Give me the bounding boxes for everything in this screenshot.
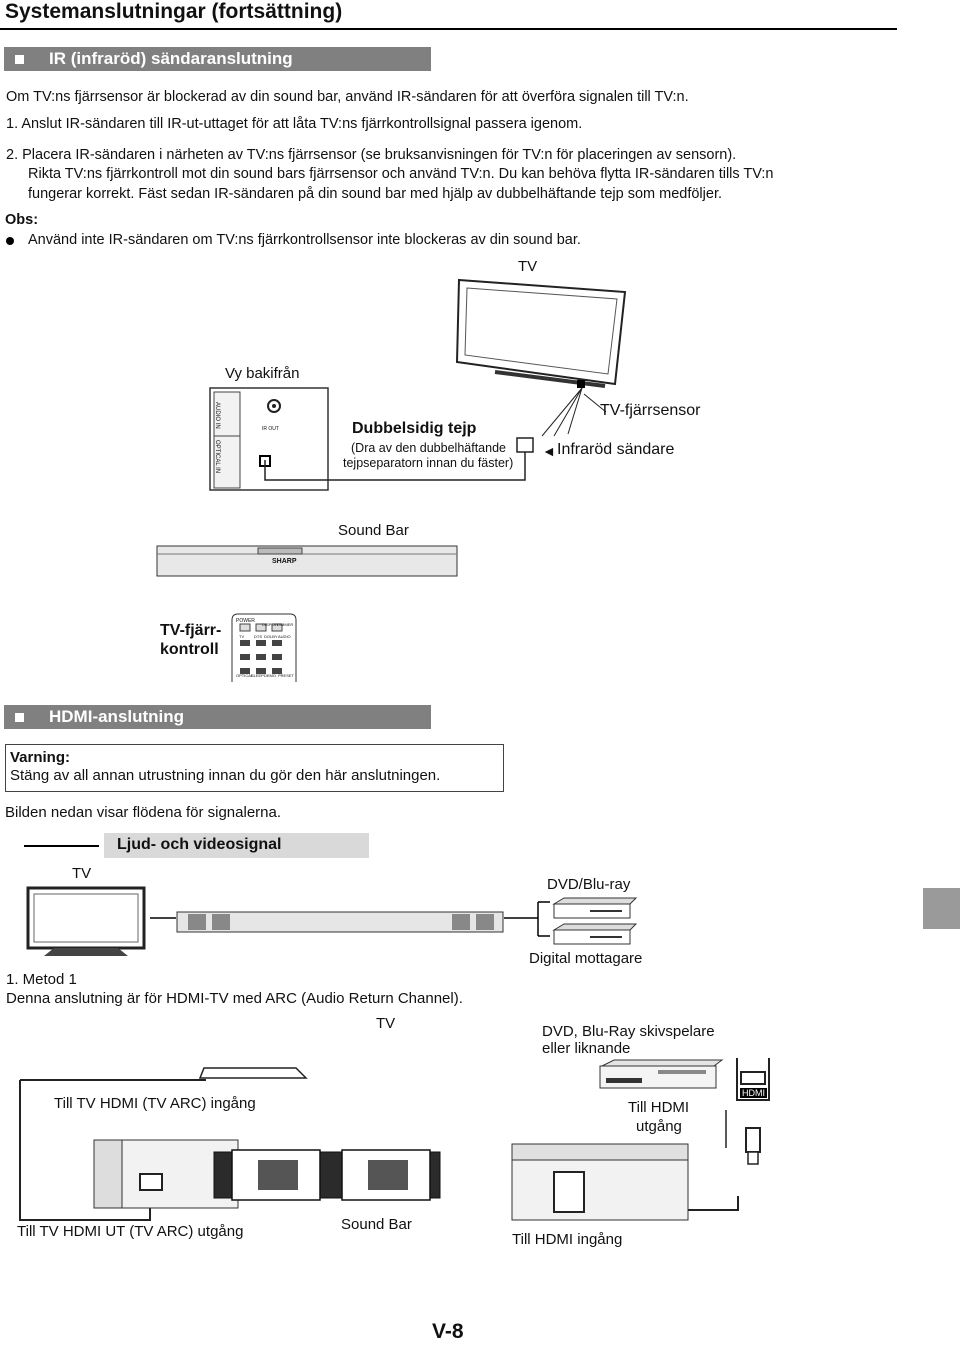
method-soundbar-label: Sound Bar — [341, 1216, 412, 1233]
remote-key-dolby: DOLBY — [264, 634, 278, 639]
remote-key-dts: DTS — [254, 634, 262, 639]
method-tv-label: TV — [376, 1015, 396, 1032]
page-title: Systemanslutningar (fortsättning) — [5, 0, 343, 23]
legend-line — [24, 845, 99, 847]
remote-key-dimmer: DIMMER — [277, 622, 294, 627]
tv-sensor-marker — [577, 380, 585, 388]
tape-note-line-1: (Dra av den dubbelhäftande — [351, 441, 506, 455]
square-bullet-icon — [15, 55, 24, 64]
tv-hdmi-in-label: Till TV HDMI (TV ARC) ingång — [54, 1095, 256, 1112]
tape-note-line-2: tejpseparatorn innan du fäster) — [343, 456, 514, 470]
sensor-pointer-line — [583, 393, 607, 413]
dvd-label: DVD/Blu-ray — [547, 876, 631, 893]
section-heading-hdmi: HDMI-anslutning — [4, 705, 431, 729]
square-bullet-icon — [15, 713, 24, 722]
tv-hdmi-out-label: Till TV HDMI UT (TV ARC) utgång — [17, 1223, 244, 1240]
ir-step-2-line-2: Rikta TV:ns fjärrkontroll mot din sound … — [28, 166, 774, 182]
rear-panel-label-2: OPTICAL IN — [214, 440, 220, 474]
note-bullet-text: Använd inte IR-sändaren om TV:ns fjärrko… — [28, 232, 581, 248]
flow-soundbar-drawing — [176, 911, 504, 933]
ir-step-2-line-3: fungerar korrekt. Fäst sedan IR-sändaren… — [28, 186, 722, 202]
flow-tv-drawing — [26, 886, 146, 956]
arrow-left-icon: ◄ — [542, 443, 556, 459]
note-label: Obs: — [5, 212, 39, 228]
flow-intro: Bilden nedan visar flödena för signalern… — [5, 804, 282, 821]
hdmi-out-label-line-2: utgång — [636, 1118, 682, 1135]
remote-key-optical: OPTICAL — [236, 673, 254, 678]
remote-label-line-1: TV-fjärr- — [160, 622, 222, 639]
page-number: V-8 — [432, 1320, 464, 1343]
player-label-line-1: DVD, Blu-Ray skivspelare — [542, 1023, 715, 1040]
rear-panel-label-1: AUDIO IN — [214, 402, 220, 429]
ir-emitter-label: Infraröd sändare — [557, 441, 675, 458]
remote-drawing — [231, 613, 297, 682]
ir-step-1: 1. Anslut IR-sändaren till IR-ut-uttaget… — [6, 116, 583, 132]
rear-view-drawing — [209, 387, 329, 491]
hdmi-out-label-line-1: Till HDMI — [628, 1099, 690, 1116]
flow-lines — [150, 901, 550, 937]
player-drawing — [599, 1059, 724, 1089]
warning-text: Stäng av all annan utrustning innan du g… — [10, 767, 441, 784]
soundbar-brand: SHARP — [272, 558, 297, 565]
remote-label-line-2: kontroll — [160, 641, 219, 658]
tv-drawing — [455, 278, 627, 388]
soundbar-input-drawing — [511, 1143, 689, 1221]
player-label-line-2: eller liknande — [542, 1040, 631, 1057]
tape-title: Dubbelsidig tejp — [352, 420, 477, 437]
section-heading-ir: IR (infraröd) sändaranslutning — [4, 47, 431, 71]
warning-box — [5, 744, 504, 792]
dvd-and-receiver-drawing — [552, 897, 638, 945]
hdmi-plug-drawing — [745, 1127, 761, 1165]
rear-panel-ir-label: IR OUT — [262, 426, 279, 432]
remote-key-demo: DEMO — [264, 673, 276, 678]
soundbar-rear-drawing — [213, 1149, 441, 1201]
rear-view-label: Vy bakifrån — [225, 365, 300, 382]
legend-bar — [104, 833, 369, 858]
remote-key-tv: TV — [239, 634, 245, 639]
section-heading-hdmi-text: HDMI-anslutning — [49, 707, 185, 726]
flow-tv-label: TV — [72, 865, 92, 882]
remote-key-audio: AUDIO — [278, 634, 291, 639]
ir-soundbar-label: Sound Bar — [338, 522, 409, 539]
remote-key-preset: PRESET — [278, 673, 295, 678]
ir-beam-lines — [541, 387, 583, 437]
warning-label: Varning: — [10, 749, 71, 766]
method-title: 1. Metod 1 — [6, 971, 77, 988]
hdmi-port-drawing — [736, 1058, 770, 1101]
remote-key-power: POWER — [236, 618, 255, 624]
ir-intro: Om TV:ns fjärrsensor är blockerad av din… — [6, 89, 689, 105]
ir-cable — [264, 437, 534, 481]
tv-sensor-label: TV-fjärrsensor — [600, 402, 701, 419]
ir-tv-label: TV — [518, 258, 538, 275]
tv-edge-drawing — [198, 1067, 308, 1079]
hdmi-tag: HDMI — [740, 1088, 767, 1098]
section-heading-ir-text: IR (infraröd) sändaranslutning — [49, 49, 293, 68]
hdmi-in-label: Till HDMI ingång — [512, 1231, 623, 1248]
title-rule — [0, 28, 897, 30]
ir-step-2-line-1: 2. Placera IR-sändaren i närheten av TV:… — [6, 147, 737, 163]
bullet-icon — [6, 237, 14, 245]
method-desc: Denna anslutning är för HDMI-TV med ARC … — [6, 990, 463, 1007]
remote-key-sleep: SLEEP — [251, 673, 264, 678]
digital-receiver-label: Digital mottagare — [529, 950, 643, 967]
soundbar-front-drawing — [156, 545, 458, 577]
remote-key-display: DISPLAY — [262, 622, 279, 627]
legend-label: Ljud- och videosignal — [117, 836, 282, 853]
side-tab — [923, 888, 960, 929]
